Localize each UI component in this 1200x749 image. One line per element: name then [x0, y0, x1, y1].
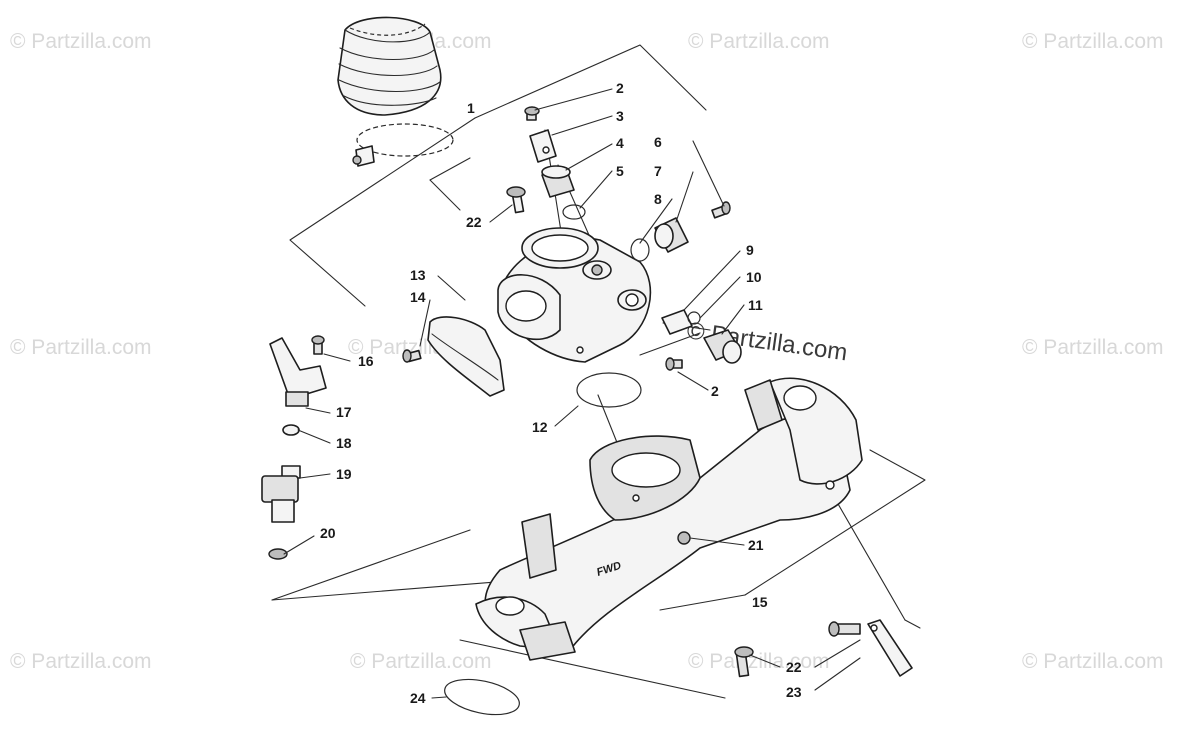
callout-14: 14	[410, 289, 426, 305]
callout-13: 13	[410, 267, 426, 283]
cover-plate	[402, 316, 505, 397]
callout-21: 21	[748, 537, 764, 553]
watermark-layer: © Partzilla.com © Partzilla.com © Partzi…	[10, 30, 1164, 673]
watermark: © Partzilla.com	[688, 650, 830, 673]
watermark: © Partzilla.com	[10, 650, 152, 673]
callout-17: 17	[336, 404, 352, 420]
intake-boot	[337, 16, 454, 167]
callout-8: 8	[654, 191, 662, 207]
callout-3: 3	[616, 108, 624, 124]
watermark: © Partzilla.com	[1022, 30, 1164, 53]
intake-manifold: FWD	[475, 377, 863, 661]
callout-5: 5	[616, 163, 624, 179]
callout-4: 4	[616, 135, 624, 151]
callout-22: 22	[466, 214, 482, 230]
callout-2: 2	[616, 80, 624, 96]
callout-23: 23	[786, 684, 802, 700]
callout-6: 6	[654, 134, 662, 150]
watermark: © Partzilla.com	[10, 336, 152, 359]
watermark: © Partzilla.com	[1022, 650, 1164, 673]
throttle-body	[497, 106, 742, 408]
callout-12: 12	[532, 419, 548, 435]
watermark: © Partzilla.com	[10, 30, 152, 53]
callout-22b: 22	[786, 659, 802, 675]
bottom-hardware	[444, 619, 913, 716]
callout-24: 24	[410, 690, 426, 706]
watermark: © Partzilla.com	[688, 30, 830, 53]
callout-7: 7	[654, 163, 662, 179]
watermark: © Partzilla.com	[1022, 336, 1164, 359]
callout-11: 11	[748, 297, 763, 313]
watermark: © Partzilla.com	[350, 650, 492, 673]
callout-20: 20	[320, 525, 336, 541]
callout-numbers: 1 2 3 4 5 6 7 8 9 10 11 2 12 13 14 15 16…	[320, 80, 802, 706]
callout-9: 9	[746, 242, 754, 258]
callout-19: 19	[336, 466, 352, 482]
callout-2b: 2	[711, 383, 719, 399]
leader-lines	[283, 88, 861, 699]
callout-16: 16	[358, 353, 374, 369]
assembly-brackets	[271, 44, 926, 699]
callout-18: 18	[336, 435, 352, 451]
injector-stack	[261, 335, 327, 560]
callout-15: 15	[752, 594, 768, 610]
callout-1: 1	[467, 100, 475, 116]
callout-10: 10	[746, 269, 762, 285]
